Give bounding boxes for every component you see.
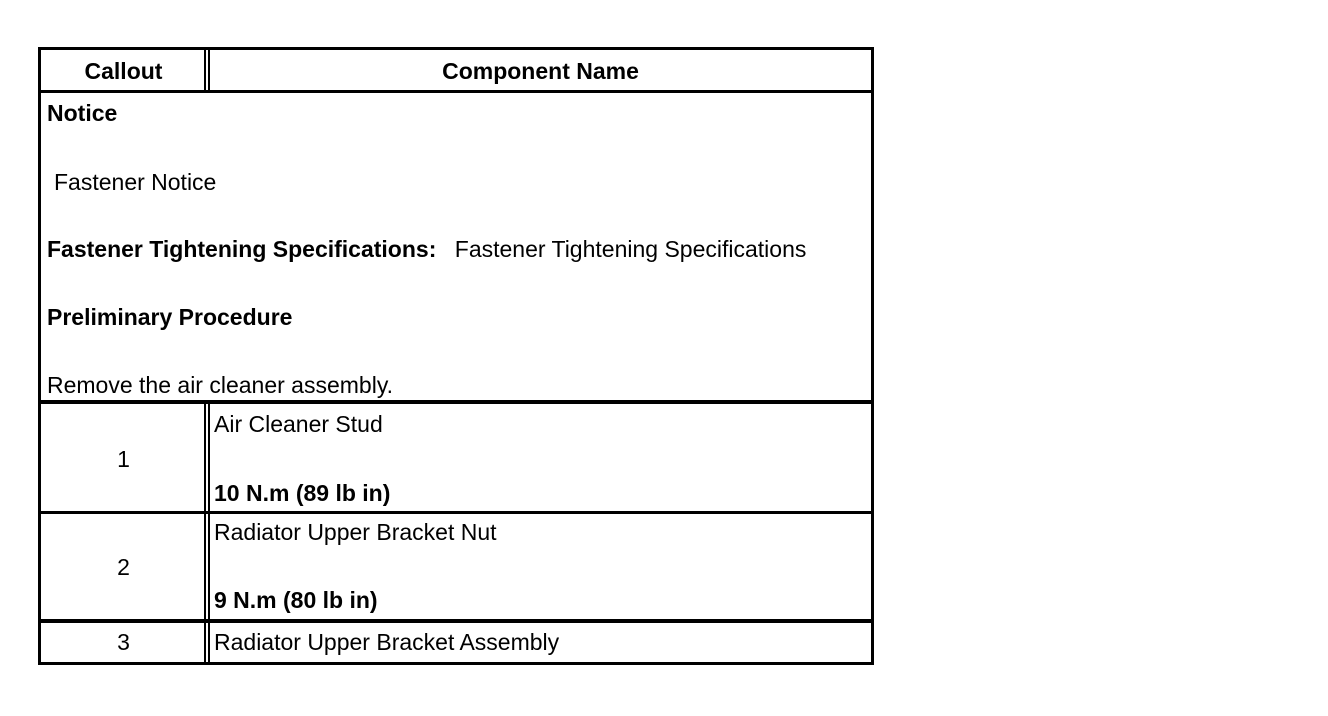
component-name-column-header: Component Name <box>442 58 639 84</box>
component-table: Callout Component Name Notice Fastener N… <box>38 47 874 665</box>
procedure-step: Remove the air cleaner assembly. <box>47 372 393 398</box>
fastener-spec-label: Fastener Tightening Specifications: <box>47 236 437 262</box>
column-divider <box>204 50 210 93</box>
callout-number: 2 <box>117 554 130 580</box>
table-row: 1 Air Cleaner Stud 10 N.m (89 lb in) <box>41 404 871 514</box>
table-header-row: Callout Component Name <box>41 50 871 93</box>
fastener-spec-value: Fastener Tightening Specifications <box>454 236 807 262</box>
preliminary-procedure-heading: Preliminary Procedure <box>47 304 293 330</box>
notice-heading: Notice <box>47 100 118 126</box>
component-name: Radiator Upper Bracket Assembly <box>214 629 560 655</box>
component-name: Air Cleaner Stud <box>214 411 383 437</box>
torque-spec: 9 N.m (80 lb in) <box>214 587 378 613</box>
column-divider <box>204 404 210 662</box>
fastener-spec-line: Fastener Tightening Specifications: Fast… <box>47 236 806 263</box>
component-name: Radiator Upper Bracket Nut <box>214 519 497 545</box>
table-row: 2 Radiator Upper Bracket Nut 9 N.m (80 l… <box>41 514 871 623</box>
callout-number: 3 <box>117 629 130 655</box>
callout-number: 1 <box>117 446 130 472</box>
table-row: 3 Radiator Upper Bracket Assembly <box>41 623 871 662</box>
fastener-notice-text: Fastener Notice <box>54 169 217 195</box>
notice-section: Notice Fastener Notice Fastener Tighteni… <box>41 93 871 404</box>
callout-column-header: Callout <box>84 58 163 84</box>
torque-spec: 10 N.m (89 lb in) <box>214 480 391 506</box>
